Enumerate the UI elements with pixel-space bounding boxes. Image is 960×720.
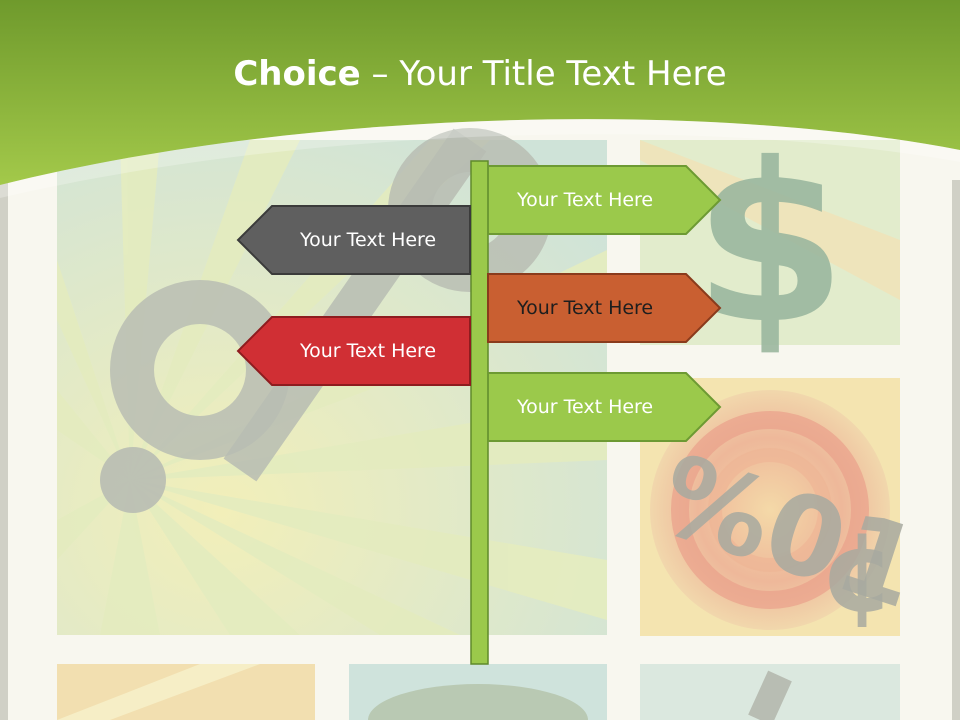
signpost-pole <box>470 160 489 665</box>
sign-right-middle-label: Your Text Here <box>517 297 654 319</box>
sign-left-bottom-label: Your Text Here <box>300 340 437 362</box>
sign-left-top <box>236 205 471 275</box>
sign-left-top-label: Your Text Here <box>300 229 437 251</box>
sign-right-middle <box>487 273 722 343</box>
panel-mid-right: %01 ¢ <box>640 378 934 636</box>
slide-title: Choice – Your Title Text Here <box>0 52 960 96</box>
title-rest: – Your Title Text Here <box>360 54 727 94</box>
cent-icon: ¢ <box>820 508 897 636</box>
dollar-icon: $ <box>693 116 846 372</box>
sign-right-top-label: Your Text Here <box>517 189 654 211</box>
sign-right-top <box>487 165 722 235</box>
title-bold: Choice <box>233 54 361 94</box>
header-band <box>0 0 960 185</box>
sign-right-bottom-label: Your Text Here <box>517 396 654 418</box>
sign-right-bottom <box>487 372 722 442</box>
sign-left-bottom <box>236 316 471 386</box>
